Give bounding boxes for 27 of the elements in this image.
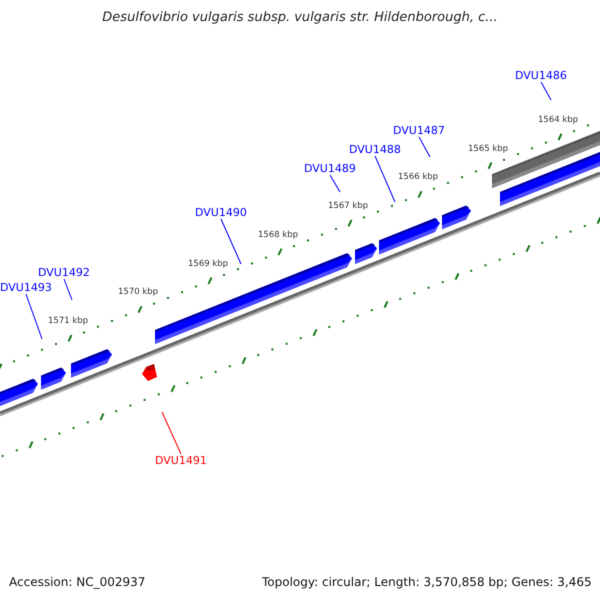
leader-line (330, 174, 340, 192)
scale-label: 1570 kbp (118, 287, 158, 298)
scale-label: 1571 kbp (48, 316, 88, 326)
scale-label: 1569 kbp (188, 258, 228, 269)
scale-label: 1565 kbp (468, 144, 508, 154)
leader-line (26, 294, 42, 340)
title: Desulfovibrio vulgaris subsp. vulgaris str. Hildenborough, c... (101, 10, 499, 25)
leader-line (540, 82, 552, 100)
gene-label: DVU1490 (195, 206, 247, 218)
leader-line (64, 278, 72, 300)
gene-label: DVU1492 (38, 266, 90, 278)
gene-label: DVU1489 (304, 162, 356, 174)
scale-label: 1566 kbp (398, 172, 438, 182)
genome-info-text: Topology: circular; Length: 3,570,858 bp; Genes: 3,465 (262, 575, 592, 589)
gene-label: DVU1486 (515, 68, 567, 82)
leader-line (374, 156, 396, 202)
leader-line (418, 136, 430, 158)
gene-label: DVU1488 (349, 142, 401, 156)
scale-label: 1564 kbp (538, 114, 578, 125)
gene-label: DVU1491 (155, 454, 207, 466)
scale-label: 1567 kbp (328, 201, 368, 212)
accession-text: Accession: NC_002937 (9, 575, 146, 589)
leader-line (162, 412, 182, 454)
gene-label: DVU1487 (393, 124, 445, 136)
scale-label: 1568 kbp (258, 230, 298, 240)
leader-line (220, 218, 242, 264)
gene-label: DVU1493 (0, 280, 52, 294)
